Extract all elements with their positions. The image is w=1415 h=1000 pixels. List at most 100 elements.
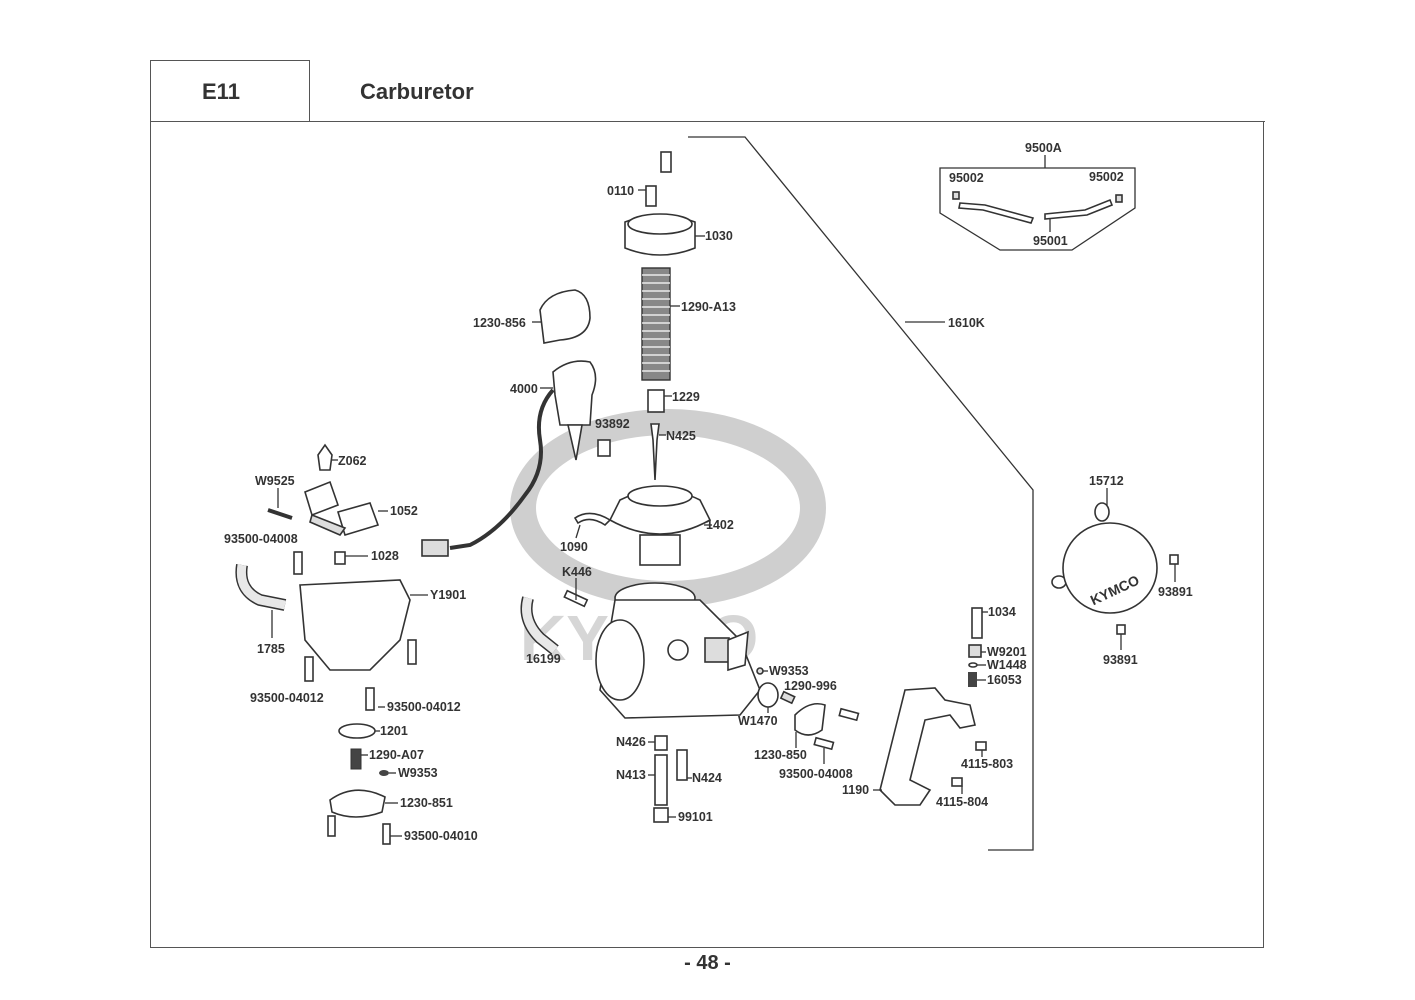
label-16199: 16199 xyxy=(526,652,561,666)
screw-93891-lower xyxy=(1116,624,1126,635)
label-4000: 4000 xyxy=(510,382,538,396)
spring-1290-a07 xyxy=(350,748,362,770)
screw-93892 xyxy=(597,439,611,457)
label-1290-996: 1290-996 xyxy=(784,679,837,693)
label-1090: 1090 xyxy=(560,540,588,554)
label-99101: 99101 xyxy=(678,810,713,824)
label-w1448: W1448 xyxy=(987,658,1027,672)
washer-w1448 xyxy=(968,662,978,668)
label-1290-a07: 1290-A07 xyxy=(369,748,424,762)
label-w9525: W9525 xyxy=(255,474,295,488)
diaphragm-top xyxy=(627,485,693,507)
cover-1230-850 xyxy=(794,702,826,736)
screw-93500-04012-left xyxy=(304,656,314,682)
carb-flange xyxy=(727,630,749,672)
choke-connector xyxy=(421,539,449,557)
label-16053: 16053 xyxy=(987,673,1022,687)
label-1785: 1785 xyxy=(257,642,285,656)
screw-93500-04008-left xyxy=(293,551,303,575)
kit-box-9500a xyxy=(939,167,1136,251)
washer-w9353-right xyxy=(756,667,764,675)
label-95002-left: 95002 xyxy=(949,171,984,185)
clip-z062 xyxy=(317,443,333,471)
screw-4115-804 xyxy=(951,777,963,787)
label-n413: N413 xyxy=(616,768,646,782)
carb-port xyxy=(667,639,689,661)
leader-1090 xyxy=(575,524,581,539)
clip-right xyxy=(1115,194,1123,203)
screw-93500-04010-b xyxy=(382,823,391,845)
screw-1034 xyxy=(971,607,983,639)
nut-w9201 xyxy=(968,644,982,658)
jet-n426 xyxy=(654,735,668,751)
label-n424: N424 xyxy=(692,771,722,785)
screw-0110 xyxy=(645,185,657,207)
label-9500a: 9500A xyxy=(1025,141,1062,155)
label-k446: K446 xyxy=(562,565,592,579)
auto-choke-4000 xyxy=(552,360,597,426)
carb-intake xyxy=(595,619,645,701)
label-4115-804: 4115-804 xyxy=(936,795,988,809)
jet-n413 xyxy=(654,754,668,806)
label-95001: 95001 xyxy=(1033,234,1068,248)
label-1230-850: 1230-850 xyxy=(754,748,807,762)
label-1610k: 1610K xyxy=(948,316,985,330)
screw-99101 xyxy=(653,807,669,823)
label-93891-upper: 93891 xyxy=(1158,585,1193,599)
label-1034: 1034 xyxy=(988,605,1016,619)
float-1052-left xyxy=(304,480,340,517)
label-y1901: Y1901 xyxy=(430,588,466,602)
diagram-frame xyxy=(150,121,1264,948)
screw-93500-04012-r2 xyxy=(365,687,375,711)
label-w9353-right: W9353 xyxy=(769,664,809,678)
label-1290-a13: 1290-A13 xyxy=(681,300,736,314)
screw-0110-upper xyxy=(660,151,672,173)
kit-bracket-1610k xyxy=(688,136,1034,851)
choke-plunger xyxy=(566,424,583,461)
jet-n424 xyxy=(676,749,688,781)
label-93891-lower: 93891 xyxy=(1103,653,1138,667)
washer-w1470 xyxy=(757,682,779,708)
fuel-hose-right xyxy=(1044,198,1114,220)
vacuum-piston xyxy=(639,534,681,566)
screw-4115-803 xyxy=(975,741,987,751)
page-number: - 48 - xyxy=(684,952,731,974)
label-93500-04012-left: 93500-04012 xyxy=(250,691,324,705)
page-title: Carburetor xyxy=(360,79,474,104)
jet-needle-n425 xyxy=(650,423,660,481)
diaphragm-1201 xyxy=(338,723,376,739)
air-cover-tab-top xyxy=(1094,502,1110,522)
plate-1090 xyxy=(573,512,612,527)
air-cover-15712 xyxy=(1062,522,1158,614)
screw-93500-04010-a xyxy=(327,815,336,837)
label-1052: 1052 xyxy=(390,504,418,518)
label-93500-04008-right: 93500-04008 xyxy=(779,767,853,781)
spring-1290-a13 xyxy=(641,267,671,381)
label-z062: Z062 xyxy=(338,454,367,468)
screw-93891-upper xyxy=(1169,554,1179,565)
cap-1230-856 xyxy=(539,289,591,344)
cover-1230-851 xyxy=(329,789,386,818)
washer-w9353-left xyxy=(379,770,389,776)
label-1230-856: 1230-856 xyxy=(473,316,526,330)
clip-left xyxy=(952,191,960,200)
label-1028: 1028 xyxy=(371,549,399,563)
label-93500-04012-right: 93500-04012 xyxy=(387,700,461,714)
screw-93500-04008-r2 xyxy=(813,736,835,751)
screw-93500-04012-r1 xyxy=(407,639,417,665)
bracket-1190 xyxy=(879,687,976,806)
label-n425: N425 xyxy=(666,429,696,443)
label-4115-803: 4115-803 xyxy=(961,757,1013,771)
label-1030: 1030 xyxy=(705,229,733,243)
label-15712: 15712 xyxy=(1089,474,1124,488)
label-w9201: W9201 xyxy=(987,645,1027,659)
section-code: E11 xyxy=(202,79,240,104)
pin-w9525 xyxy=(267,508,293,520)
top-cover-rim xyxy=(627,213,693,235)
label-0110: 0110 xyxy=(607,184,634,198)
float-arm xyxy=(309,513,347,536)
label-w9353-left: W9353 xyxy=(398,766,438,780)
label-95002-right: 95002 xyxy=(1089,170,1124,184)
fuel-hose-left xyxy=(958,202,1035,224)
float-chamber-y1901 xyxy=(299,579,411,671)
